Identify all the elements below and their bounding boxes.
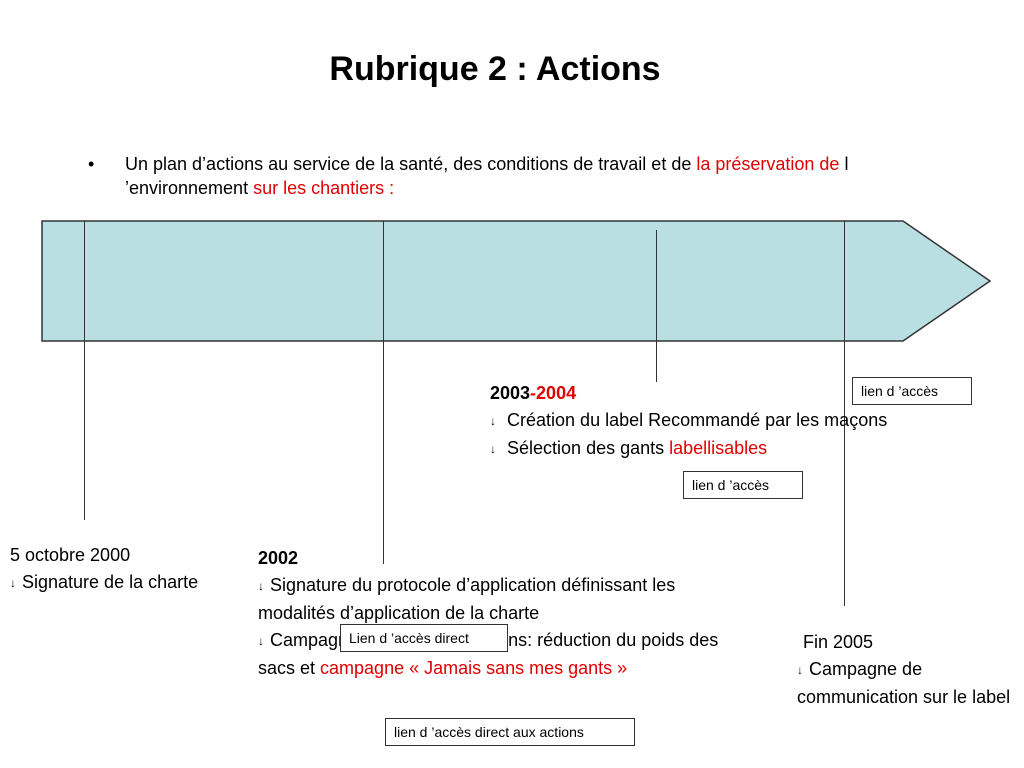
down-arrow-icon: ↓ — [10, 576, 16, 590]
milestone-2002: 2002 ↓Signature du protocole d’applicati… — [258, 545, 743, 682]
bullet-text-part-3: l ’environnement — [125, 154, 849, 198]
milestone-2005-item-1: ↓Campagne de communication sur le label — [797, 659, 1011, 707]
milestone-2000-item-1: ↓Signature de la charte — [10, 569, 260, 597]
bullet-text-part-4: sur les chantiers : — [253, 178, 395, 198]
link-2002-actions-button[interactable]: lien d ’accès direct aux actions — [385, 718, 635, 746]
timeline-tick-2002 — [383, 221, 384, 564]
milestone-2003-2004: 2003-2004 ↓ Création du label Recommandé… — [490, 380, 1000, 463]
milestone-2003-heading: 2003-2004 — [490, 380, 1000, 407]
milestone-2005: Fin 2005 ↓Campagne de communication sur … — [797, 629, 1012, 711]
down-arrow-icon: ↓ — [258, 579, 264, 593]
bullet-text-part-1: Un plan d’actions au service de la santé… — [125, 154, 697, 174]
link-2003-button[interactable]: lien d ’accès — [683, 471, 803, 499]
milestone-2000: 5 octobre 2000 ↓Signature de la charte — [10, 542, 260, 597]
milestone-2003-year-a: 2003 — [490, 383, 531, 403]
milestone-2002-item-1: ↓Signature du protocole d’application dé… — [258, 575, 676, 623]
milestone-2003-dash: - — [530, 383, 537, 403]
down-arrow-icon: ↓ — [797, 663, 803, 677]
milestone-2002-year: 2002 — [258, 548, 299, 568]
slide-title: Rubrique 2 : Actions — [329, 50, 661, 88]
timeline-tick-2003 — [656, 230, 657, 382]
timeline-tick-2005 — [844, 221, 845, 606]
milestone-2000-date: 5 octobre 2000 — [10, 545, 131, 565]
bullet-text: Un plan d’actions au service de la santé… — [125, 152, 888, 200]
milestone-2003-year-b: 2004 — [536, 383, 577, 403]
milestone-2003-item-1: ↓ Création du label Recommandé par les m… — [490, 407, 1000, 435]
timeline-arrow-shape — [41, 220, 992, 342]
bullet-text-part-2: la préservation de — [696, 154, 840, 174]
down-arrow-icon: ↓ — [490, 442, 496, 456]
down-arrow-icon: ↓ — [258, 634, 264, 648]
timeline-tick-2000 — [84, 221, 85, 520]
intro-bullet: • Un plan d’actions au service de la san… — [88, 152, 888, 200]
link-2005-button[interactable]: lien d ’accès — [852, 377, 972, 405]
milestone-2003-item-2: ↓ Sélection des gants labellisables — [490, 435, 1000, 463]
bullet-marker: • — [88, 154, 95, 174]
link-2002-direct-button[interactable]: Lien d ’accès direct — [340, 624, 508, 652]
down-arrow-icon: ↓ — [490, 414, 496, 428]
milestone-2005-date: Fin 2005 — [803, 632, 874, 652]
